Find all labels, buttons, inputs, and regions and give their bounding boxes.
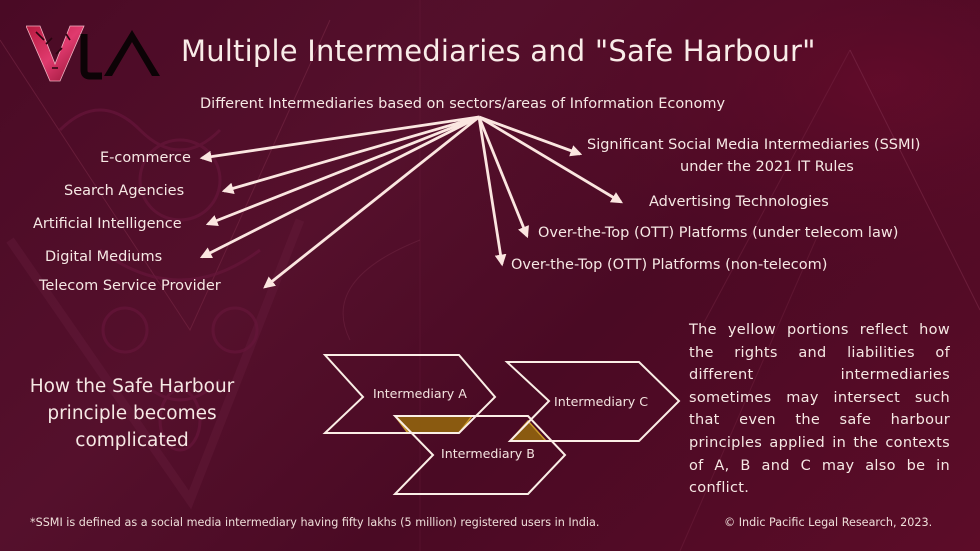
label-digital-mediums: Digital Mediums — [45, 249, 163, 265]
label-ott-telecom: Over-the-Top (OTT) Platforms (under tele… — [538, 225, 899, 241]
arrow-digital-mediums — [199, 115, 480, 259]
arrow-search-agencies — [221, 115, 480, 195]
chevron-b — [392, 415, 567, 495]
arrow-ott-non-telecom — [477, 116, 507, 267]
label-search-agencies: Search Agencies — [64, 183, 185, 199]
section-heading-line-1: How the Safe Harbour — [29, 376, 235, 397]
label-ssmi: Significant Social Media Intermediaries … — [587, 137, 921, 153]
chevron-c — [504, 361, 681, 442]
arrow-artificial-intelligence — [205, 115, 480, 227]
section-heading-line-3: complicated — [75, 430, 189, 451]
page-title: Multiple Intermediaries and "Safe Harbou… — [181, 34, 816, 68]
arrow-ecommerce — [199, 115, 480, 163]
section-heading: How the Safe Harbour principle becomes c… — [14, 373, 250, 454]
arrow-telecom-service-provider — [263, 115, 480, 289]
arrow-ssmi — [478, 115, 583, 157]
label-ecommerce: E-commerce — [100, 150, 191, 166]
logo-l-icon — [80, 34, 102, 80]
chevron-b-label: Intermediary B — [441, 446, 535, 461]
label-artificial-intelligence: Artificial Intelligence — [33, 216, 182, 232]
section-heading-line-2: principle becomes — [47, 403, 217, 424]
arrow-advertising — [478, 115, 624, 204]
chevron-a-label: Intermediary A — [373, 386, 467, 401]
vla-logo — [26, 25, 160, 82]
label-advertising-technologies: Advertising Technologies — [649, 194, 829, 210]
logo-a-icon — [104, 30, 160, 76]
chevron-c-label: Intermediary C — [554, 394, 648, 409]
copyright: © Indic Pacific Legal Research, 2023. — [724, 516, 933, 529]
chevron-a — [322, 354, 497, 434]
overlap-b-c — [508, 419, 548, 442]
footnote: *SSMI is defined as a social media inter… — [30, 516, 600, 529]
diagram-subtitle: Different Intermediaries based on sector… — [200, 96, 726, 112]
logo-v-icon — [26, 25, 85, 82]
label-telecom-service-provider: Telecom Service Provider — [39, 278, 221, 294]
label-ott-non-telecom: Over-the-Top (OTT) Platforms (non-teleco… — [511, 257, 828, 273]
label-ssmi-line2: under the 2021 IT Rules — [680, 159, 854, 175]
explanation-text: The yellow portions reflect how the righ… — [689, 322, 950, 497]
arrow-ott-telecom — [477, 116, 529, 239]
